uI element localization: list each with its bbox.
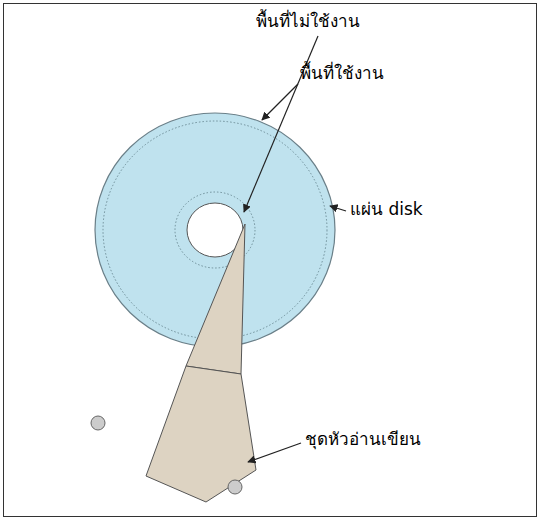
part-label: พื้นที่ใช้งาน — [300, 62, 384, 84]
part-label: พื้นที่ไม่ใช้งาน — [256, 10, 360, 32]
leader-line — [248, 443, 301, 462]
screw — [91, 416, 105, 430]
leader-line — [262, 84, 298, 120]
part-label: ชุดหัวอ่านเขียน — [305, 428, 421, 450]
part-label: แผ่น disk — [350, 198, 423, 220]
screw — [228, 480, 242, 494]
head-arm — [186, 224, 245, 374]
leader-line — [330, 206, 346, 211]
frame — [4, 4, 537, 517]
leader-line — [244, 36, 318, 212]
head-actuator — [146, 366, 256, 502]
